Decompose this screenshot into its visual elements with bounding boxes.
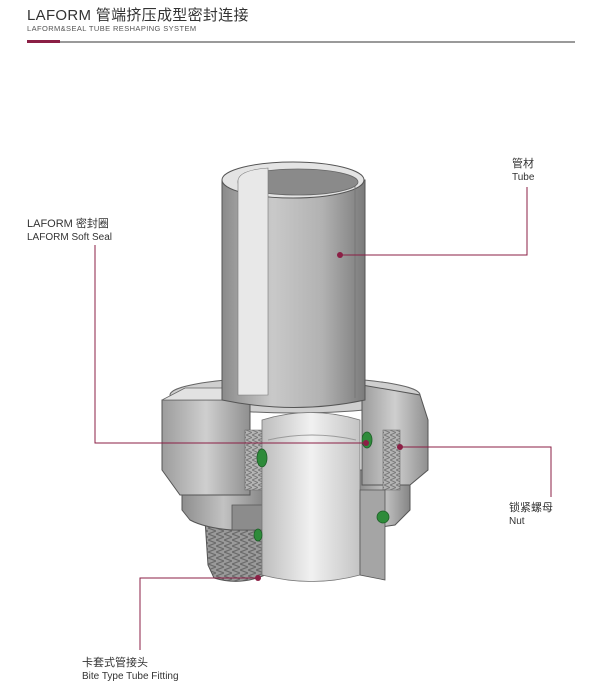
page-subtitle: LAFORM&SEAL TUBE RESHAPING SYSTEM bbox=[27, 24, 197, 33]
label-nut-zh: 锁紧螺母 bbox=[509, 502, 553, 514]
label-tube-en: Tube bbox=[512, 172, 535, 183]
dot-seal bbox=[363, 440, 369, 446]
label-nut: 锁紧螺母 Nut bbox=[509, 502, 553, 528]
label-fitting: 卡套式管接头 Bite Type Tube Fitting bbox=[82, 657, 179, 683]
leader-lines bbox=[94, 187, 552, 650]
header-rule bbox=[60, 41, 575, 43]
label-seal: LAFORM 密封圈 LAFORM Soft Seal bbox=[27, 218, 112, 244]
label-fitting-en: Bite Type Tube Fitting bbox=[82, 671, 179, 682]
leader-tube bbox=[340, 187, 528, 256]
dot-tube bbox=[337, 252, 343, 258]
label-nut-en: Nut bbox=[509, 516, 525, 527]
label-seal-zh: LAFORM 密封圈 bbox=[27, 218, 109, 230]
dot-fitting bbox=[255, 575, 261, 581]
leader-dots bbox=[255, 252, 403, 581]
leader-fitting bbox=[139, 577, 258, 650]
leader-seal bbox=[94, 245, 366, 444]
tube bbox=[221, 161, 366, 408]
page-title: LAFORM 管端挤压成型密封连接 bbox=[27, 7, 249, 24]
header-accent-bar bbox=[27, 40, 60, 43]
label-tube-zh: 管材 bbox=[512, 158, 534, 170]
fitting-bore bbox=[261, 412, 386, 582]
leader-nut bbox=[400, 446, 552, 497]
label-fitting-zh: 卡套式管接头 bbox=[82, 657, 148, 669]
soft-seal-rings bbox=[253, 431, 390, 542]
label-seal-en: LAFORM Soft Seal bbox=[27, 232, 113, 243]
label-tube: 管材 Tube bbox=[512, 158, 534, 184]
dot-nut bbox=[397, 444, 403, 450]
